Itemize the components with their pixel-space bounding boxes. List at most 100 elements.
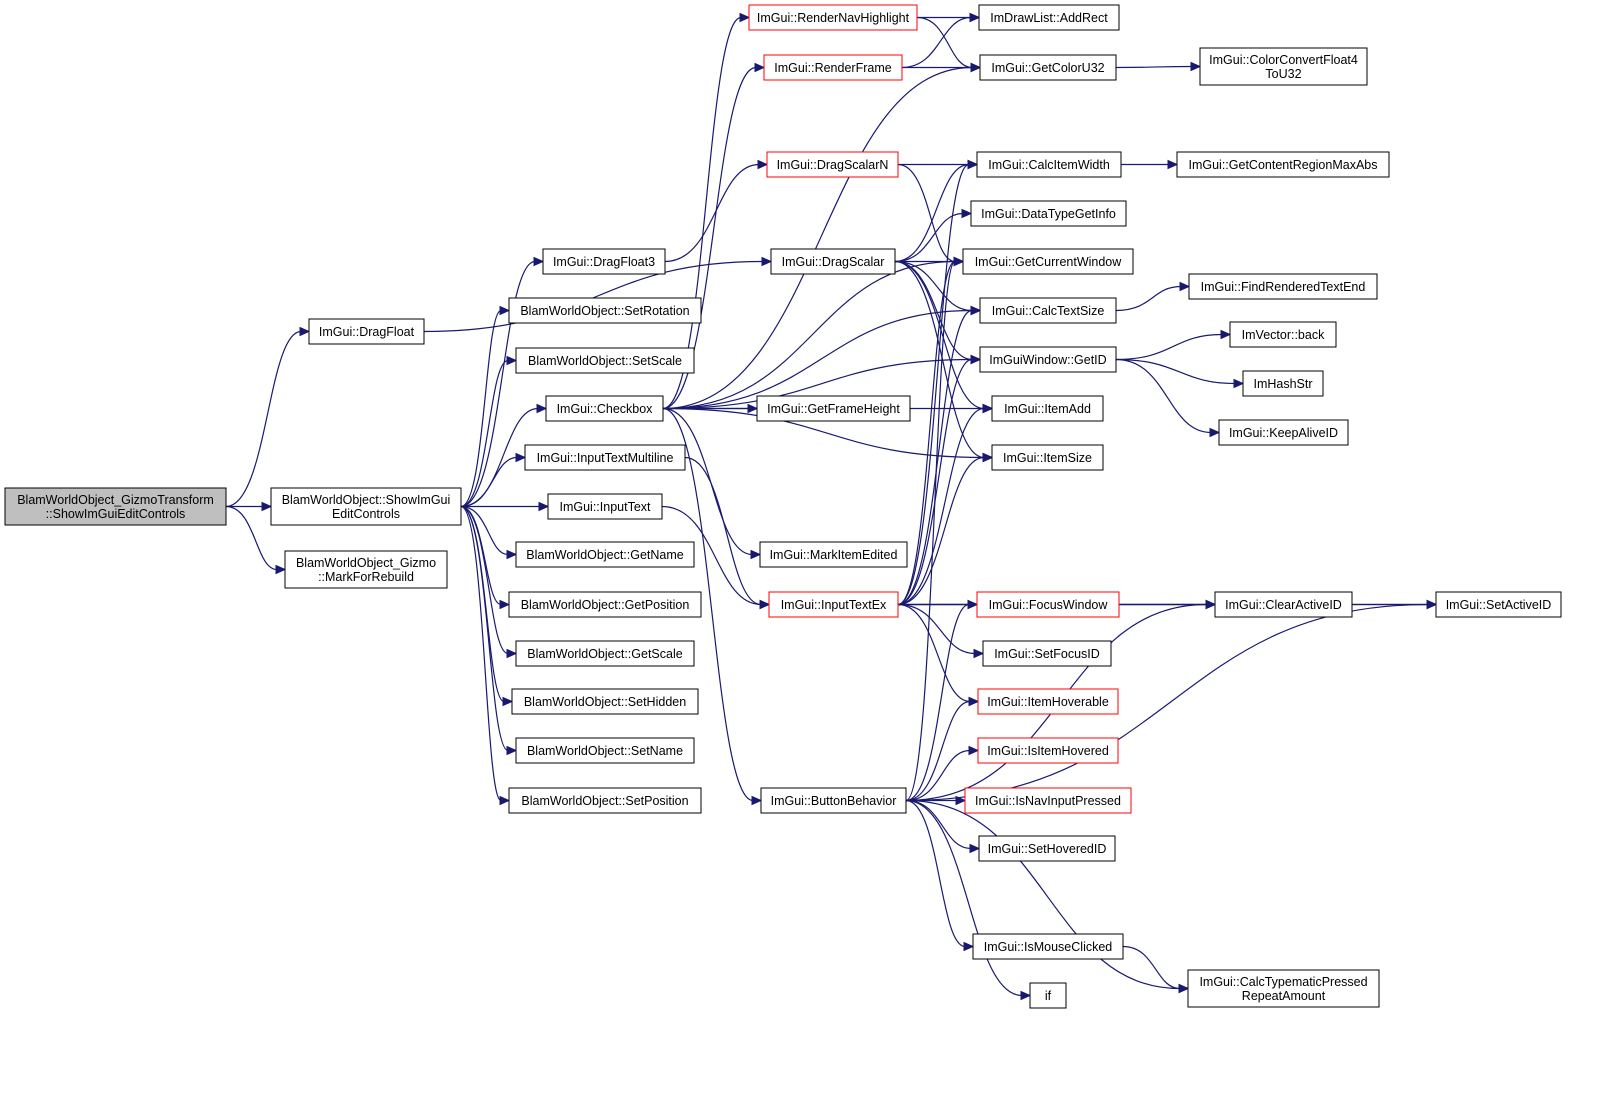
edge-arrowhead: [1167, 159, 1179, 170]
node-buttonbehavior[interactable]: ImGui::ButtonBehavior: [760, 787, 907, 814]
node-setfocusid[interactable]: ImGui::SetFocusID: [982, 640, 1112, 667]
node-getname[interactable]: BlamWorldObject::GetName: [515, 541, 695, 568]
node-label: ImGui::ColorConvertFloat4: [1209, 53, 1358, 67]
node-getposition[interactable]: BlamWorldObject::GetPosition: [508, 591, 702, 618]
edge-arrowhead: [955, 795, 967, 806]
edge-inputtextex-to-calctextsize: [897, 305, 982, 606]
node-box: [979, 297, 1117, 324]
node-sethoveredid[interactable]: ImGui::SetHoveredID: [978, 835, 1116, 862]
edge-line: [897, 603, 971, 703]
node-imhashstr[interactable]: ImHashStr: [1242, 370, 1324, 397]
edge-arrowhead: [759, 599, 771, 610]
edge-root-to-showimgui: [226, 501, 273, 512]
node-label: ::MarkForRebuild: [318, 570, 414, 584]
node-box: [1176, 151, 1390, 178]
node-focuswindow[interactable]: ImGui::FocusWindow: [976, 591, 1120, 618]
node-ismouseclicked[interactable]: ImGui::IsMouseClicked: [972, 933, 1124, 960]
node-getid[interactable]: ImGuiWindow::GetID: [979, 346, 1117, 373]
node-label: BlamWorldObject_GizmoTransform: [17, 493, 214, 507]
edge-line: [905, 603, 970, 802]
edge-line: [916, 16, 973, 69]
node-findrenderedtextend[interactable]: ImGui::FindRenderedTextEnd: [1188, 273, 1378, 300]
node-label: ImGui::ClearActiveID: [1225, 598, 1342, 612]
edge-line: [901, 16, 972, 69]
edge-line: [905, 799, 966, 948]
node-label: ImGui::ItemAdd: [1004, 402, 1091, 416]
node-box: [1188, 273, 1378, 300]
node-dragscalar[interactable]: ImGui::DragScalar: [770, 248, 896, 275]
node-label: ToU32: [1265, 67, 1301, 81]
edge-calctextsize-to-findrenderedtextend: [1115, 281, 1191, 312]
edge-line: [894, 260, 973, 312]
node-setname[interactable]: BlamWorldObject::SetName: [515, 737, 695, 764]
node-itemhoverable[interactable]: ImGui::ItemHoverable: [977, 688, 1119, 715]
node-box: [542, 248, 666, 275]
node-setposition[interactable]: BlamWorldObject::SetPosition: [508, 787, 702, 814]
node-isnavinputpressed[interactable]: ImGui::IsNavInputPressed: [964, 787, 1132, 814]
node-keepaliveid[interactable]: ImGui::KeepAliveID: [1218, 419, 1349, 446]
node-setrotation[interactable]: BlamWorldObject::SetRotation: [508, 297, 702, 324]
node-box: [508, 787, 702, 814]
node-dragfloat3[interactable]: ImGui::DragFloat3: [542, 248, 666, 275]
node-root[interactable]: BlamWorldObject_GizmoTransform::ShowImGu…: [4, 487, 227, 526]
edge-line: [460, 505, 502, 802]
node-getcoloru32[interactable]: ImGui::GetColorU32: [979, 54, 1117, 81]
node-label: BlamWorldObject::GetScale: [527, 647, 682, 661]
node-box: [763, 54, 903, 81]
node-markitemedited[interactable]: ImGui::MarkItemEdited: [759, 541, 908, 568]
edge-arrowhead: [261, 501, 273, 512]
node-getcurrentwindow[interactable]: ImGui::GetCurrentWindow: [962, 248, 1134, 275]
node-checkbox[interactable]: ImGui::Checkbox: [545, 395, 664, 422]
node-dragscalarn[interactable]: ImGui::DragScalarN: [766, 151, 899, 178]
edge-line: [225, 330, 302, 508]
edge-buttonbehavior-to-isitemhovered: [905, 745, 980, 802]
node-addrect[interactable]: ImDrawList::AddRect: [978, 4, 1120, 31]
edge-line: [894, 163, 970, 263]
node-renderframe[interactable]: ImGui::RenderFrame: [763, 54, 903, 81]
node-inputtextex[interactable]: ImGui::InputTextEx: [768, 591, 899, 618]
node-clearactiveid[interactable]: ImGui::ClearActiveID: [1214, 591, 1353, 618]
node-label: ImGui::ButtonBehavior: [771, 794, 897, 808]
node-calctextsize[interactable]: ImGui::CalcTextSize: [979, 297, 1117, 324]
node-inputtextml[interactable]: ImGui::InputTextMultiline: [524, 444, 686, 471]
node-rendernav[interactable]: ImGui::RenderNavHighlight: [748, 4, 918, 31]
node-isitemhovered[interactable]: ImGui::IsItemHovered: [977, 737, 1119, 764]
node-markrebuild[interactable]: BlamWorldObject_Gizmo::MarkForRebuild: [284, 550, 448, 589]
edge-checkbox-to-rendernav: [662, 12, 751, 410]
node-setscale[interactable]: BlamWorldObject::SetScale: [515, 347, 695, 374]
node-inputtext[interactable]: ImGui::InputText: [547, 493, 663, 520]
node-box: [972, 933, 1124, 960]
node-getframeheight[interactable]: ImGui::GetFrameHeight: [756, 395, 911, 422]
node-box: [748, 4, 918, 31]
edge-arrowhead: [739, 12, 751, 23]
edge-showimgui-to-inputtext: [461, 501, 550, 512]
node-label: ::ShowImGuiEditControls: [46, 507, 186, 521]
edge-showimgui-to-setrotation: [460, 305, 511, 508]
node-sethidden[interactable]: BlamWorldObject::SetHidden: [511, 688, 699, 715]
edge-arrowhead: [1220, 329, 1232, 340]
edge-arrowhead: [968, 745, 980, 756]
node-itemsize[interactable]: ImGui::ItemSize: [991, 444, 1104, 471]
node-itemadd[interactable]: ImGui::ItemAdd: [991, 395, 1104, 422]
edge-arrowhead: [515, 452, 527, 463]
node-box: [1218, 419, 1349, 446]
edge-arrowhead: [963, 941, 975, 952]
edge-arrowhead: [750, 549, 762, 560]
node-imvectorback[interactable]: ImVector::back: [1229, 321, 1337, 348]
node-calcitemwidth[interactable]: ImGui::CalcItemWidth: [976, 151, 1122, 178]
node-showimgui[interactable]: BlamWorldObject::ShowImGuiEditControls: [270, 487, 462, 526]
edge-line: [684, 456, 762, 606]
node-getscale[interactable]: BlamWorldObject::GetScale: [515, 640, 695, 667]
node-dragfloat[interactable]: ImGui::DragFloat: [308, 318, 425, 345]
edge-arrowhead: [761, 256, 773, 267]
node-datatypegetinfo[interactable]: ImGui::DataTypeGetInfo: [970, 200, 1127, 227]
node-setactiveid[interactable]: ImGui::SetActiveID: [1435, 591, 1562, 618]
node-if[interactable]: if: [1029, 982, 1067, 1009]
edge-arrowhead: [1179, 281, 1191, 292]
node-getcontentregion[interactable]: ImGui::GetContentRegionMaxAbs: [1176, 151, 1390, 178]
edge-renderframe-to-getcoloru32: [902, 62, 982, 73]
edge-line: [661, 505, 762, 606]
